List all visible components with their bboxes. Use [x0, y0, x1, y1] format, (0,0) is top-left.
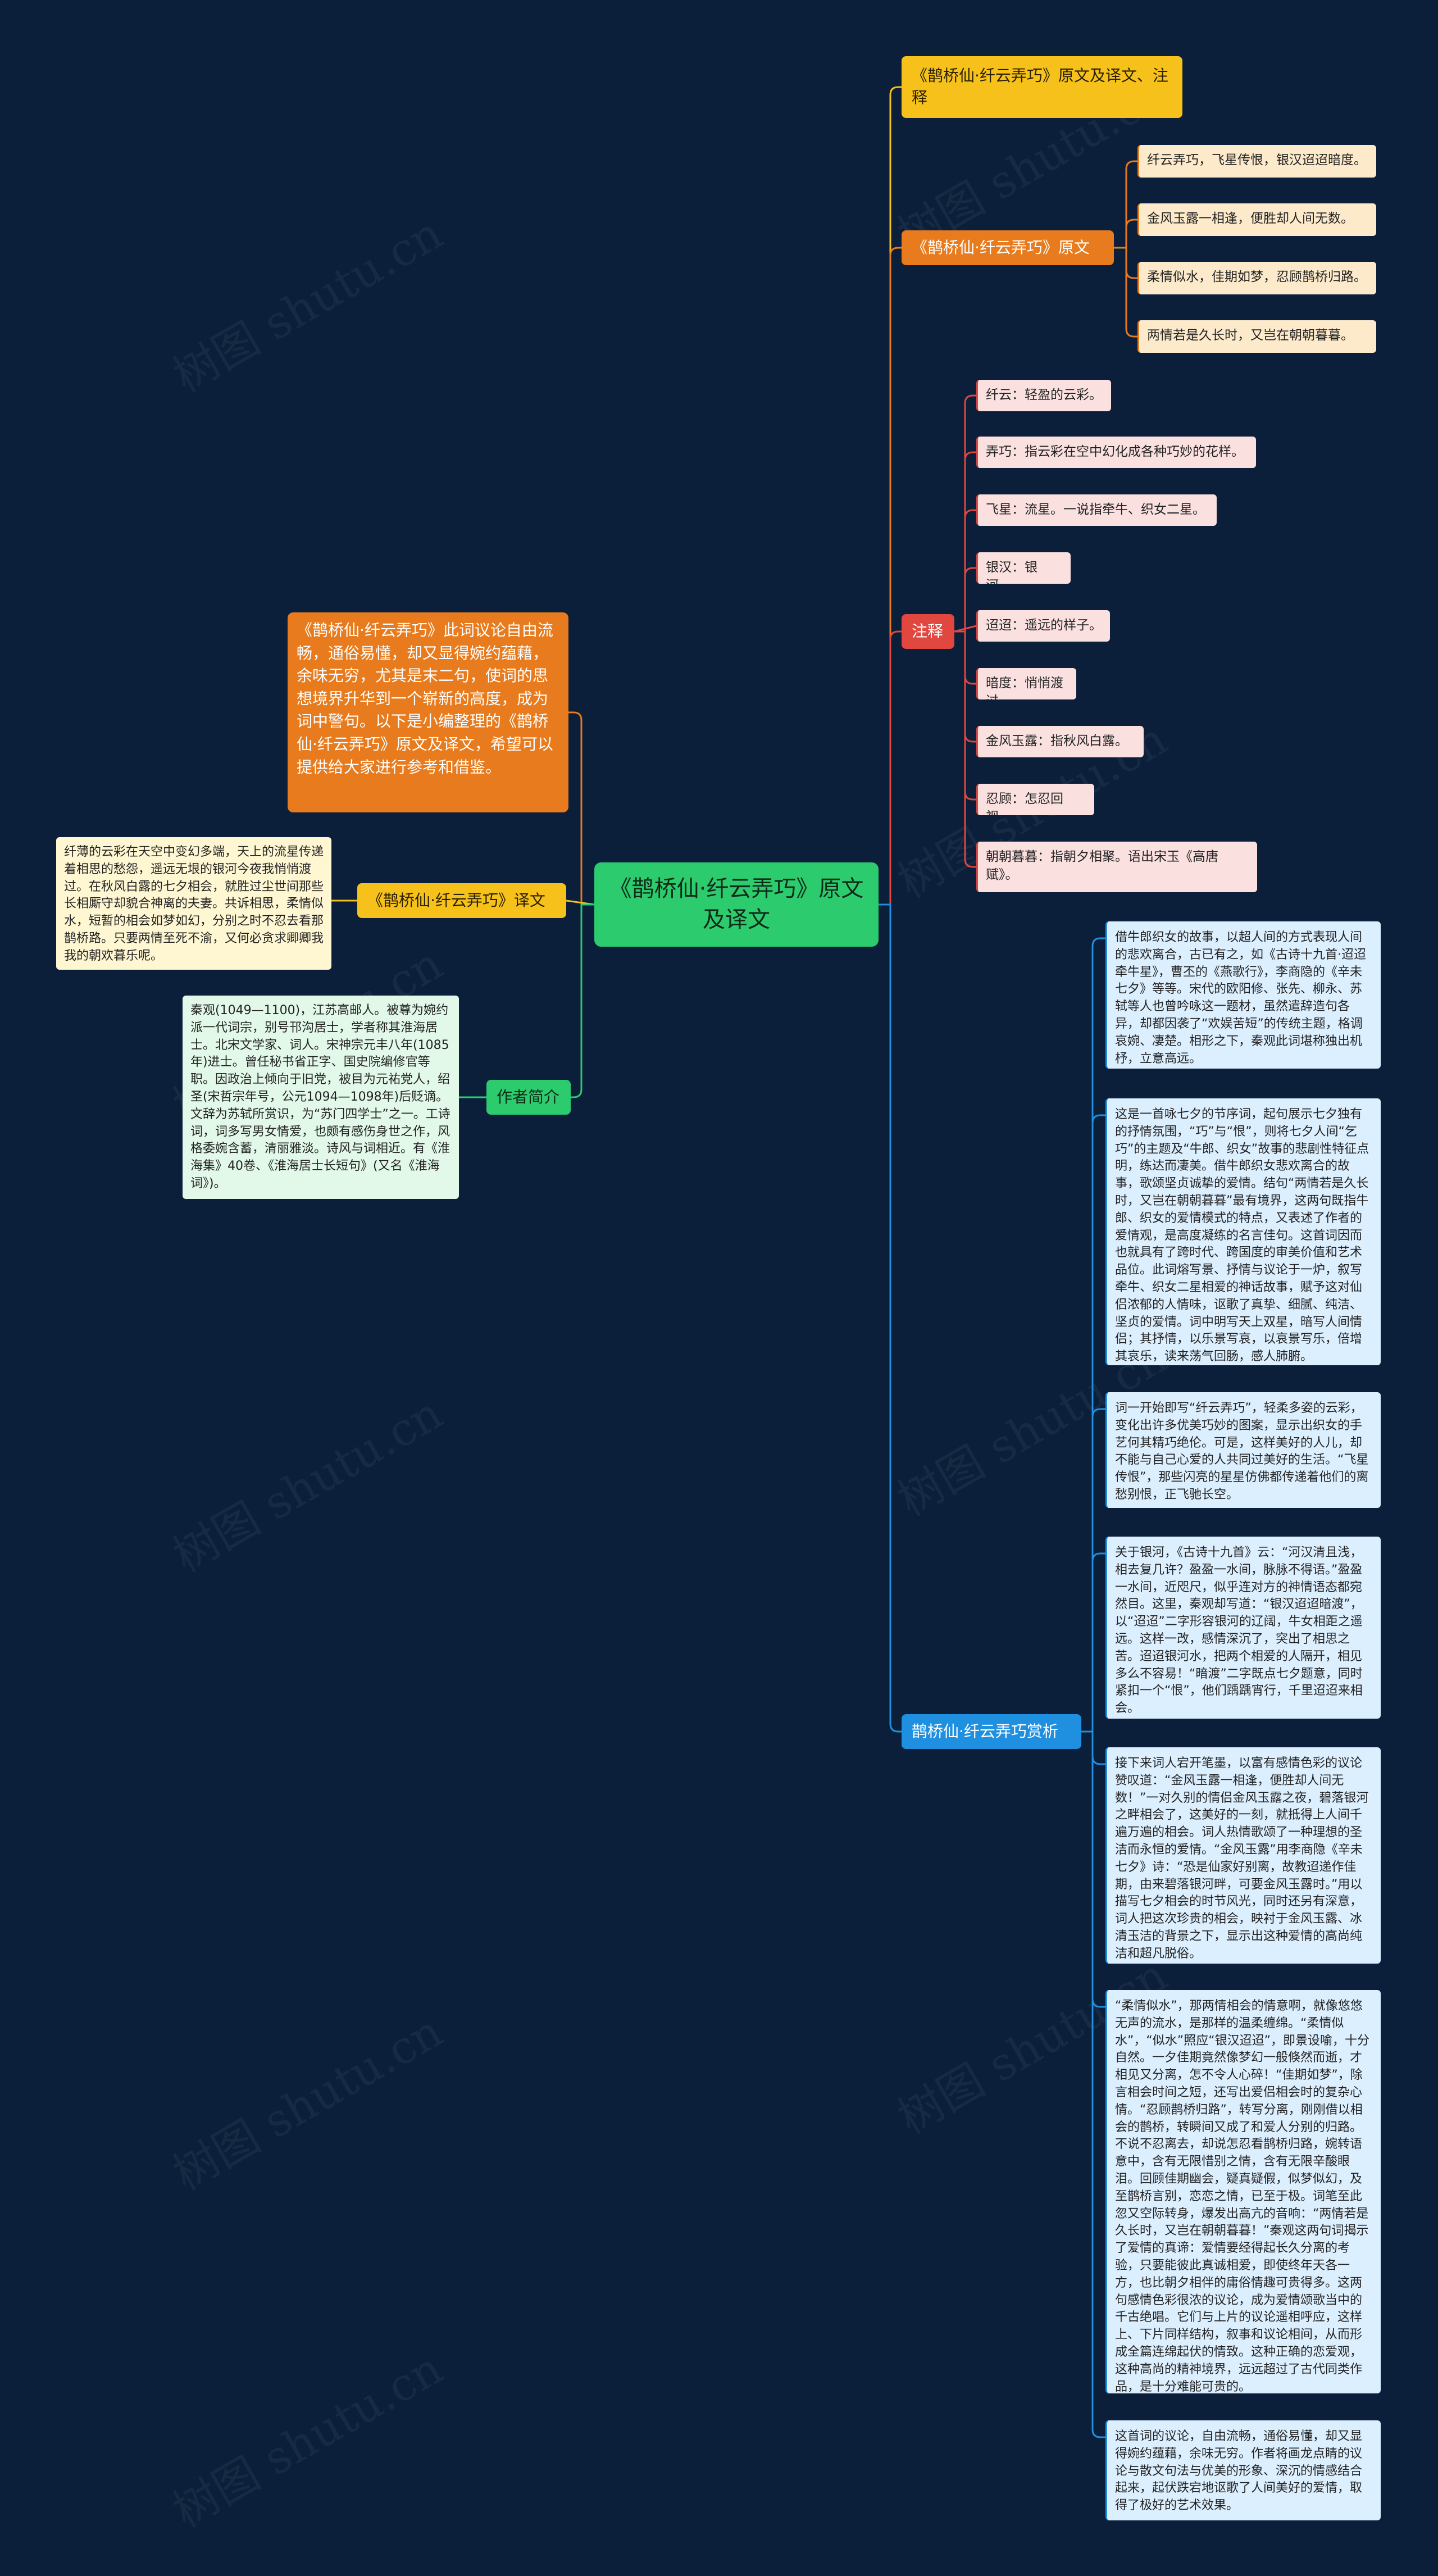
watermark-text: 树图 shutu.cn: [165, 2342, 451, 2537]
central-topic[interactable]: 《鹊桥仙·纤云弄巧》原文及译文: [594, 862, 879, 947]
original-line: 纤云弄巧，飞星传恨，银汉迢迢暗度。: [1137, 145, 1376, 178]
leaf-connector: [1114, 219, 1137, 249]
analysis-paragraph: 这是一首咏七夕的节序词，起句展示七夕独有的抒情氛围，“巧”与“恨”，则将七夕人间…: [1105, 1098, 1381, 1365]
leaf-connector: [1081, 1552, 1105, 1733]
translation-text: 纤薄的云彩在天空中变幻多端，天上的流星传递着相思的愁怨，遥远无垠的银河今夜我悄悄…: [56, 837, 331, 970]
leaf-connector: [1081, 1408, 1105, 1733]
note-item: 飞星：流星。一说指牵牛、织女二星。: [976, 494, 1217, 526]
note-item: 迢迢：遥远的样子。: [976, 610, 1110, 642]
branch-original[interactable]: 《鹊桥仙·纤云弄巧》原文: [902, 230, 1114, 265]
branch-connector: [879, 86, 902, 906]
branch-analysis[interactable]: 鹊桥仙·纤云弄巧赏析: [902, 1714, 1081, 1749]
intro-summary[interactable]: 《鹊桥仙·纤云弄巧》此词议论自由流畅，通俗易懂，却又显得婉约蕴藉，余味无穷，尤其…: [288, 612, 568, 812]
leaf-connector: [954, 394, 976, 633]
original-line: 金风玉露一相逢，便胜却人间无数。: [1137, 203, 1376, 236]
branch-connector: [879, 903, 902, 1733]
leaf-connector: [1081, 1114, 1105, 1733]
note-item: 朝朝暮暮：指朝夕相聚。语出宋玉《高唐赋》。: [976, 842, 1257, 892]
original-line: 两情若是久长时，又岂在朝朝暮暮。: [1137, 320, 1376, 353]
branch-connector: [879, 247, 902, 906]
branch-translation[interactable]: 《鹊桥仙·纤云弄巧》译文: [357, 883, 566, 918]
note-item: 暗度：悄悄渡过。: [976, 668, 1076, 699]
note-item: 纤云：轻盈的云彩。: [976, 380, 1111, 411]
leaf-connector: [954, 630, 976, 868]
leaf-connector: [954, 625, 977, 633]
note-item: 金风玉露：指秋风白露。: [976, 726, 1144, 757]
leaf-connector: [1081, 1730, 1105, 2438]
branch-author[interactable]: 作者简介: [486, 1080, 571, 1115]
leaf-connector: [954, 451, 976, 633]
original-line: 柔情似水，佳期如梦，忍顾鹊桥归路。: [1137, 262, 1376, 294]
note-item: 弄巧：指云彩在空中幻化成各种巧妙的花样。: [976, 437, 1256, 468]
analysis-paragraph: 这首词的议论，自由流畅，通俗易懂，却又显得婉约蕴藉，余味无穷。作者将画龙点睛的议…: [1105, 2420, 1381, 2520]
branch-notes[interactable]: 注释: [902, 614, 954, 649]
watermark-text: 树图 shutu.cn: [165, 1387, 451, 1582]
note-item: 忍顾：怎忍回视。: [976, 784, 1094, 815]
branch-connector: [879, 630, 902, 906]
branch-connector: [571, 903, 594, 1098]
leaf-connector: [954, 567, 976, 633]
analysis-paragraph: 词一开始即写“纤云弄巧”，轻柔多姿的云彩，变化出许多优美巧妙的图案，显示出织女的…: [1105, 1392, 1381, 1508]
author-bio-text: 秦观(1049—1100)，江苏高邮人。被尊为婉约派一代词宗，别号邗沟居士，学者…: [183, 996, 459, 1199]
analysis-paragraph: “柔情似水”，那两情相会的情意啊，就像悠悠无声的流水，是那样的温柔缠绵。“柔情似…: [1105, 1990, 1381, 2393]
leaf-connector: [954, 509, 976, 633]
watermark-text: 树图 shutu.cn: [165, 207, 451, 402]
analysis-paragraph: 关于银河，《古诗十九首》云：“河汉清且浅，相去复几许？盈盈一水间，脉脉不得语。”…: [1105, 1537, 1381, 1719]
analysis-paragraph: 接下来词人宕开笔墨，以富有感情色彩的议论赞叹道：“金风玉露一相逢，便胜却人间无数…: [1105, 1747, 1381, 1964]
branch-title[interactable]: 《鹊桥仙·纤云弄巧》原文及译文、注释: [902, 56, 1182, 118]
branch-connector: [568, 711, 594, 906]
leaf-connector: [1114, 247, 1137, 338]
leaf-connector: [1114, 160, 1137, 249]
note-item: 银汉：银河。: [976, 552, 1071, 584]
leaf-connector: [1081, 937, 1105, 1733]
analysis-paragraph: 借牛郎织女的故事，以超人间的方式表现人间的悲欢离合，古已有之，如《古诗十九首·迢…: [1105, 921, 1381, 1069]
watermark-text: 树图 shutu.cn: [165, 2005, 451, 2200]
